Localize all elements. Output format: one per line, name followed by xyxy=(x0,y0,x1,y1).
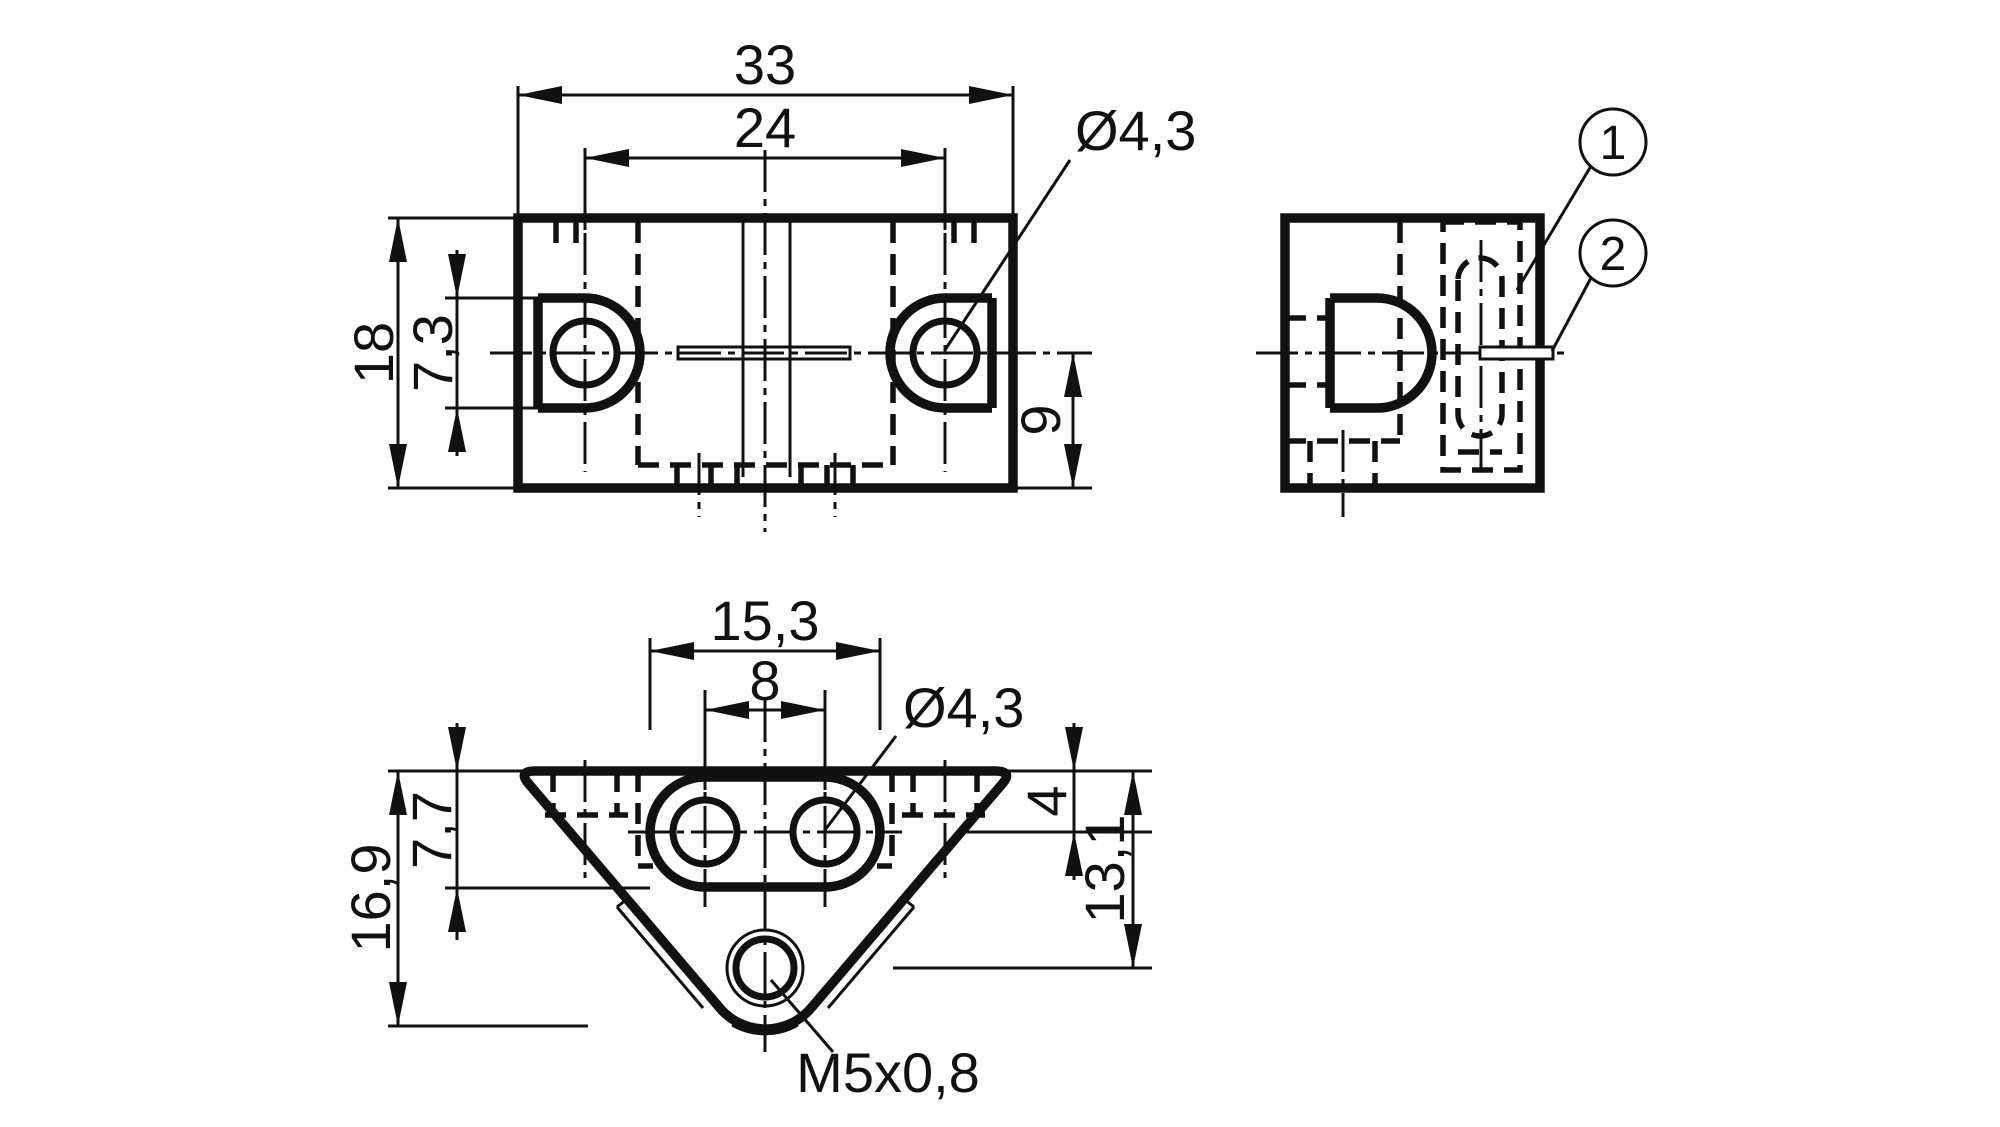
front-right-hole xyxy=(909,317,981,389)
front-hidden-lines xyxy=(553,222,977,488)
callout-2-number: 2 xyxy=(1600,228,1627,281)
dim-overall-height-label: 18 xyxy=(342,322,405,384)
side-outline xyxy=(1280,213,1545,493)
dim-edge-to-hole-center-label: 4 xyxy=(1015,785,1078,816)
m5-thread-circle xyxy=(725,928,805,1008)
dim-hole-diameter-label: Ø4,3 xyxy=(1075,99,1196,162)
dim-pocket-width-label: 15,3 xyxy=(711,589,820,652)
front-dimensions: 33 24 Ø4,3 18 7,3 9 xyxy=(342,33,1196,490)
callout-2-leader xyxy=(1550,275,1594,352)
dim-bottom-hole-diameter-label: Ø4,3 xyxy=(903,676,1024,739)
callout-1-leader xyxy=(1515,165,1593,291)
front-view: 33 24 Ø4,3 18 7,3 9 xyxy=(342,33,1196,532)
dim-center-to-bottom-label: 9 xyxy=(1009,404,1072,435)
front-left-hole xyxy=(549,317,621,389)
side-view: 1 2 xyxy=(1256,107,1648,517)
bottom-stadium-pocket xyxy=(645,772,885,892)
dim-pocket-height-label: 7,3 xyxy=(401,314,464,392)
side-slot-stadium-hidden xyxy=(1455,255,1505,439)
bottom-hole-dia-leader xyxy=(823,735,898,831)
dim-overall-width-label: 33 xyxy=(734,33,796,96)
bottom-dimensions: 15,3 8 Ø4,3 7,7 16,9 4 13,1 M5x0,8 xyxy=(339,589,1152,1104)
callout-1-bubble xyxy=(1578,107,1648,177)
m5-core-circle xyxy=(732,935,798,1001)
front-hole-dia-leader xyxy=(943,159,1072,351)
dim-overall-depth-label: 16,9 xyxy=(339,844,402,953)
bottom-view: 15,3 8 Ø4,3 7,7 16,9 4 13,1 M5x0,8 xyxy=(339,589,1152,1104)
dim-thread-label: M5x0,8 xyxy=(796,1041,980,1104)
thread-leader xyxy=(769,979,835,1053)
dim-edge-to-thread-center-label: 13,1 xyxy=(1073,815,1136,924)
dim-hole-spacing-label: 24 xyxy=(734,96,796,159)
callout-1-number: 1 xyxy=(1600,117,1627,170)
front-slit-slot xyxy=(676,345,852,361)
side-d-pocket xyxy=(1325,293,1437,413)
front-left-pocket xyxy=(533,293,645,413)
front-right-pocket xyxy=(885,293,997,413)
side-callouts: 1 2 xyxy=(1515,107,1648,352)
bottom-left-hole xyxy=(669,796,741,868)
front-center-slit xyxy=(676,222,852,477)
side-slit-blade xyxy=(1478,345,1555,361)
dim-pocket-depth-label: 7,7 xyxy=(400,791,463,869)
bottom-right-hole xyxy=(789,796,861,868)
callout-2-bubble xyxy=(1578,218,1648,288)
dim-bottom-hole-spacing-label: 8 xyxy=(749,649,780,712)
bottom-outline xyxy=(519,766,1012,1034)
